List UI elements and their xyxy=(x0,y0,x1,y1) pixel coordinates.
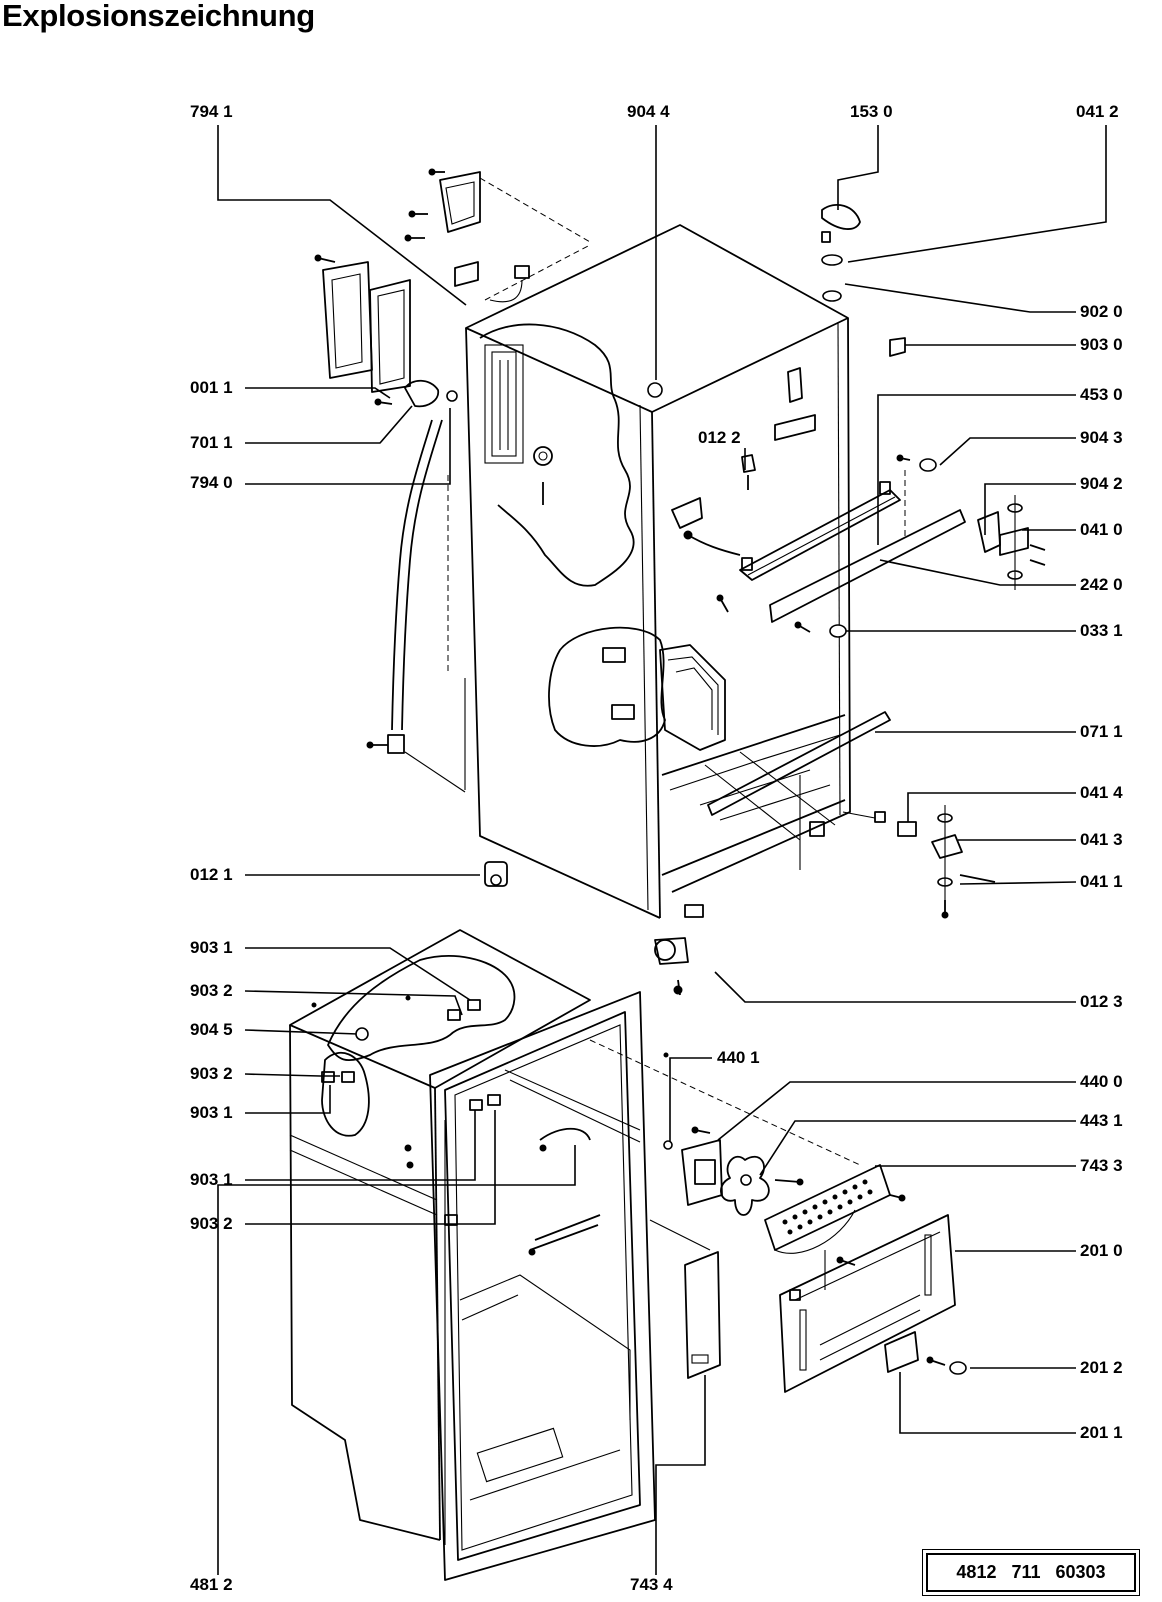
part-label-903-0: 903 0 xyxy=(1080,335,1123,354)
part-label-481-2: 481 2 xyxy=(190,1575,233,1594)
part-label-041-4: 041 4 xyxy=(1080,783,1123,802)
page-title: Explosionszeichnung xyxy=(2,0,315,33)
part-label-903-1: 903 1 xyxy=(190,938,233,957)
part-label-201-2: 201 2 xyxy=(1080,1358,1123,1377)
part-label-440-0: 440 0 xyxy=(1080,1072,1123,1091)
part-label-902-0: 902 0 xyxy=(1080,302,1123,321)
rail-assembly xyxy=(654,454,1046,996)
fan-assembly xyxy=(589,1039,967,1393)
upper-cabinet xyxy=(465,224,851,919)
part-label-903-1-b: 903 1 xyxy=(190,1103,233,1122)
part-label-041-0: 041 0 xyxy=(1080,520,1123,539)
part-label-903-2-c: 903 2 xyxy=(190,1214,233,1233)
lower-cabinet xyxy=(289,929,656,1581)
part-label-743-4: 743 4 xyxy=(630,1575,673,1594)
part-label-443-1: 443 1 xyxy=(1080,1111,1123,1130)
part-label-242-0: 242 0 xyxy=(1080,575,1123,594)
vent-grid xyxy=(782,1179,873,1235)
top-parts xyxy=(314,168,906,793)
part-label-904-2: 904 2 xyxy=(1080,474,1123,493)
part-label-012-1: 012 1 xyxy=(190,865,233,884)
part-label-903-1-c: 903 1 xyxy=(190,1170,233,1189)
part-labels: 794 1 904 4 153 0 041 2 902 0 903 0 001 … xyxy=(190,102,1123,1594)
part-label-201-0: 201 0 xyxy=(1080,1241,1123,1260)
part-label-701-1: 701 1 xyxy=(190,433,233,452)
part-label-794-0: 794 0 xyxy=(190,473,233,492)
part-label-033-1: 033 1 xyxy=(1080,621,1123,640)
part-label-201-1: 201 1 xyxy=(1080,1423,1123,1442)
part-label-453-0: 453 0 xyxy=(1080,385,1123,404)
part-label-903-2: 903 2 xyxy=(190,981,233,1000)
part-label-041-1: 041 1 xyxy=(1080,872,1123,891)
part-label-001-1: 001 1 xyxy=(190,378,233,397)
part-label-903-2-b: 903 2 xyxy=(190,1064,233,1083)
part-label-012-3: 012 3 xyxy=(1080,992,1123,1011)
dashed-guides xyxy=(447,470,906,672)
screw-set-top xyxy=(314,168,445,406)
part-label-440-1: 440 1 xyxy=(717,1048,760,1067)
leader-lines xyxy=(217,125,1107,1575)
part-label-041-3: 041 3 xyxy=(1080,830,1123,849)
document-number-box: 4812 711 60303 xyxy=(922,1549,1140,1596)
part-label-794-1: 794 1 xyxy=(190,102,233,121)
part-label-743-3: 743 3 xyxy=(1080,1156,1123,1175)
part-label-904-4: 904 4 xyxy=(627,102,670,121)
part-label-904-3: 904 3 xyxy=(1080,428,1123,447)
part-label-904-5: 904 5 xyxy=(190,1020,233,1039)
document-number: 4812 711 60303 xyxy=(956,1562,1106,1582)
part-label-041-2: 041 2 xyxy=(1076,102,1119,121)
part-label-012-2: 012 2 xyxy=(698,428,741,447)
part-label-071-1: 071 1 xyxy=(1080,722,1123,741)
part-label-153-0: 153 0 xyxy=(850,102,893,121)
